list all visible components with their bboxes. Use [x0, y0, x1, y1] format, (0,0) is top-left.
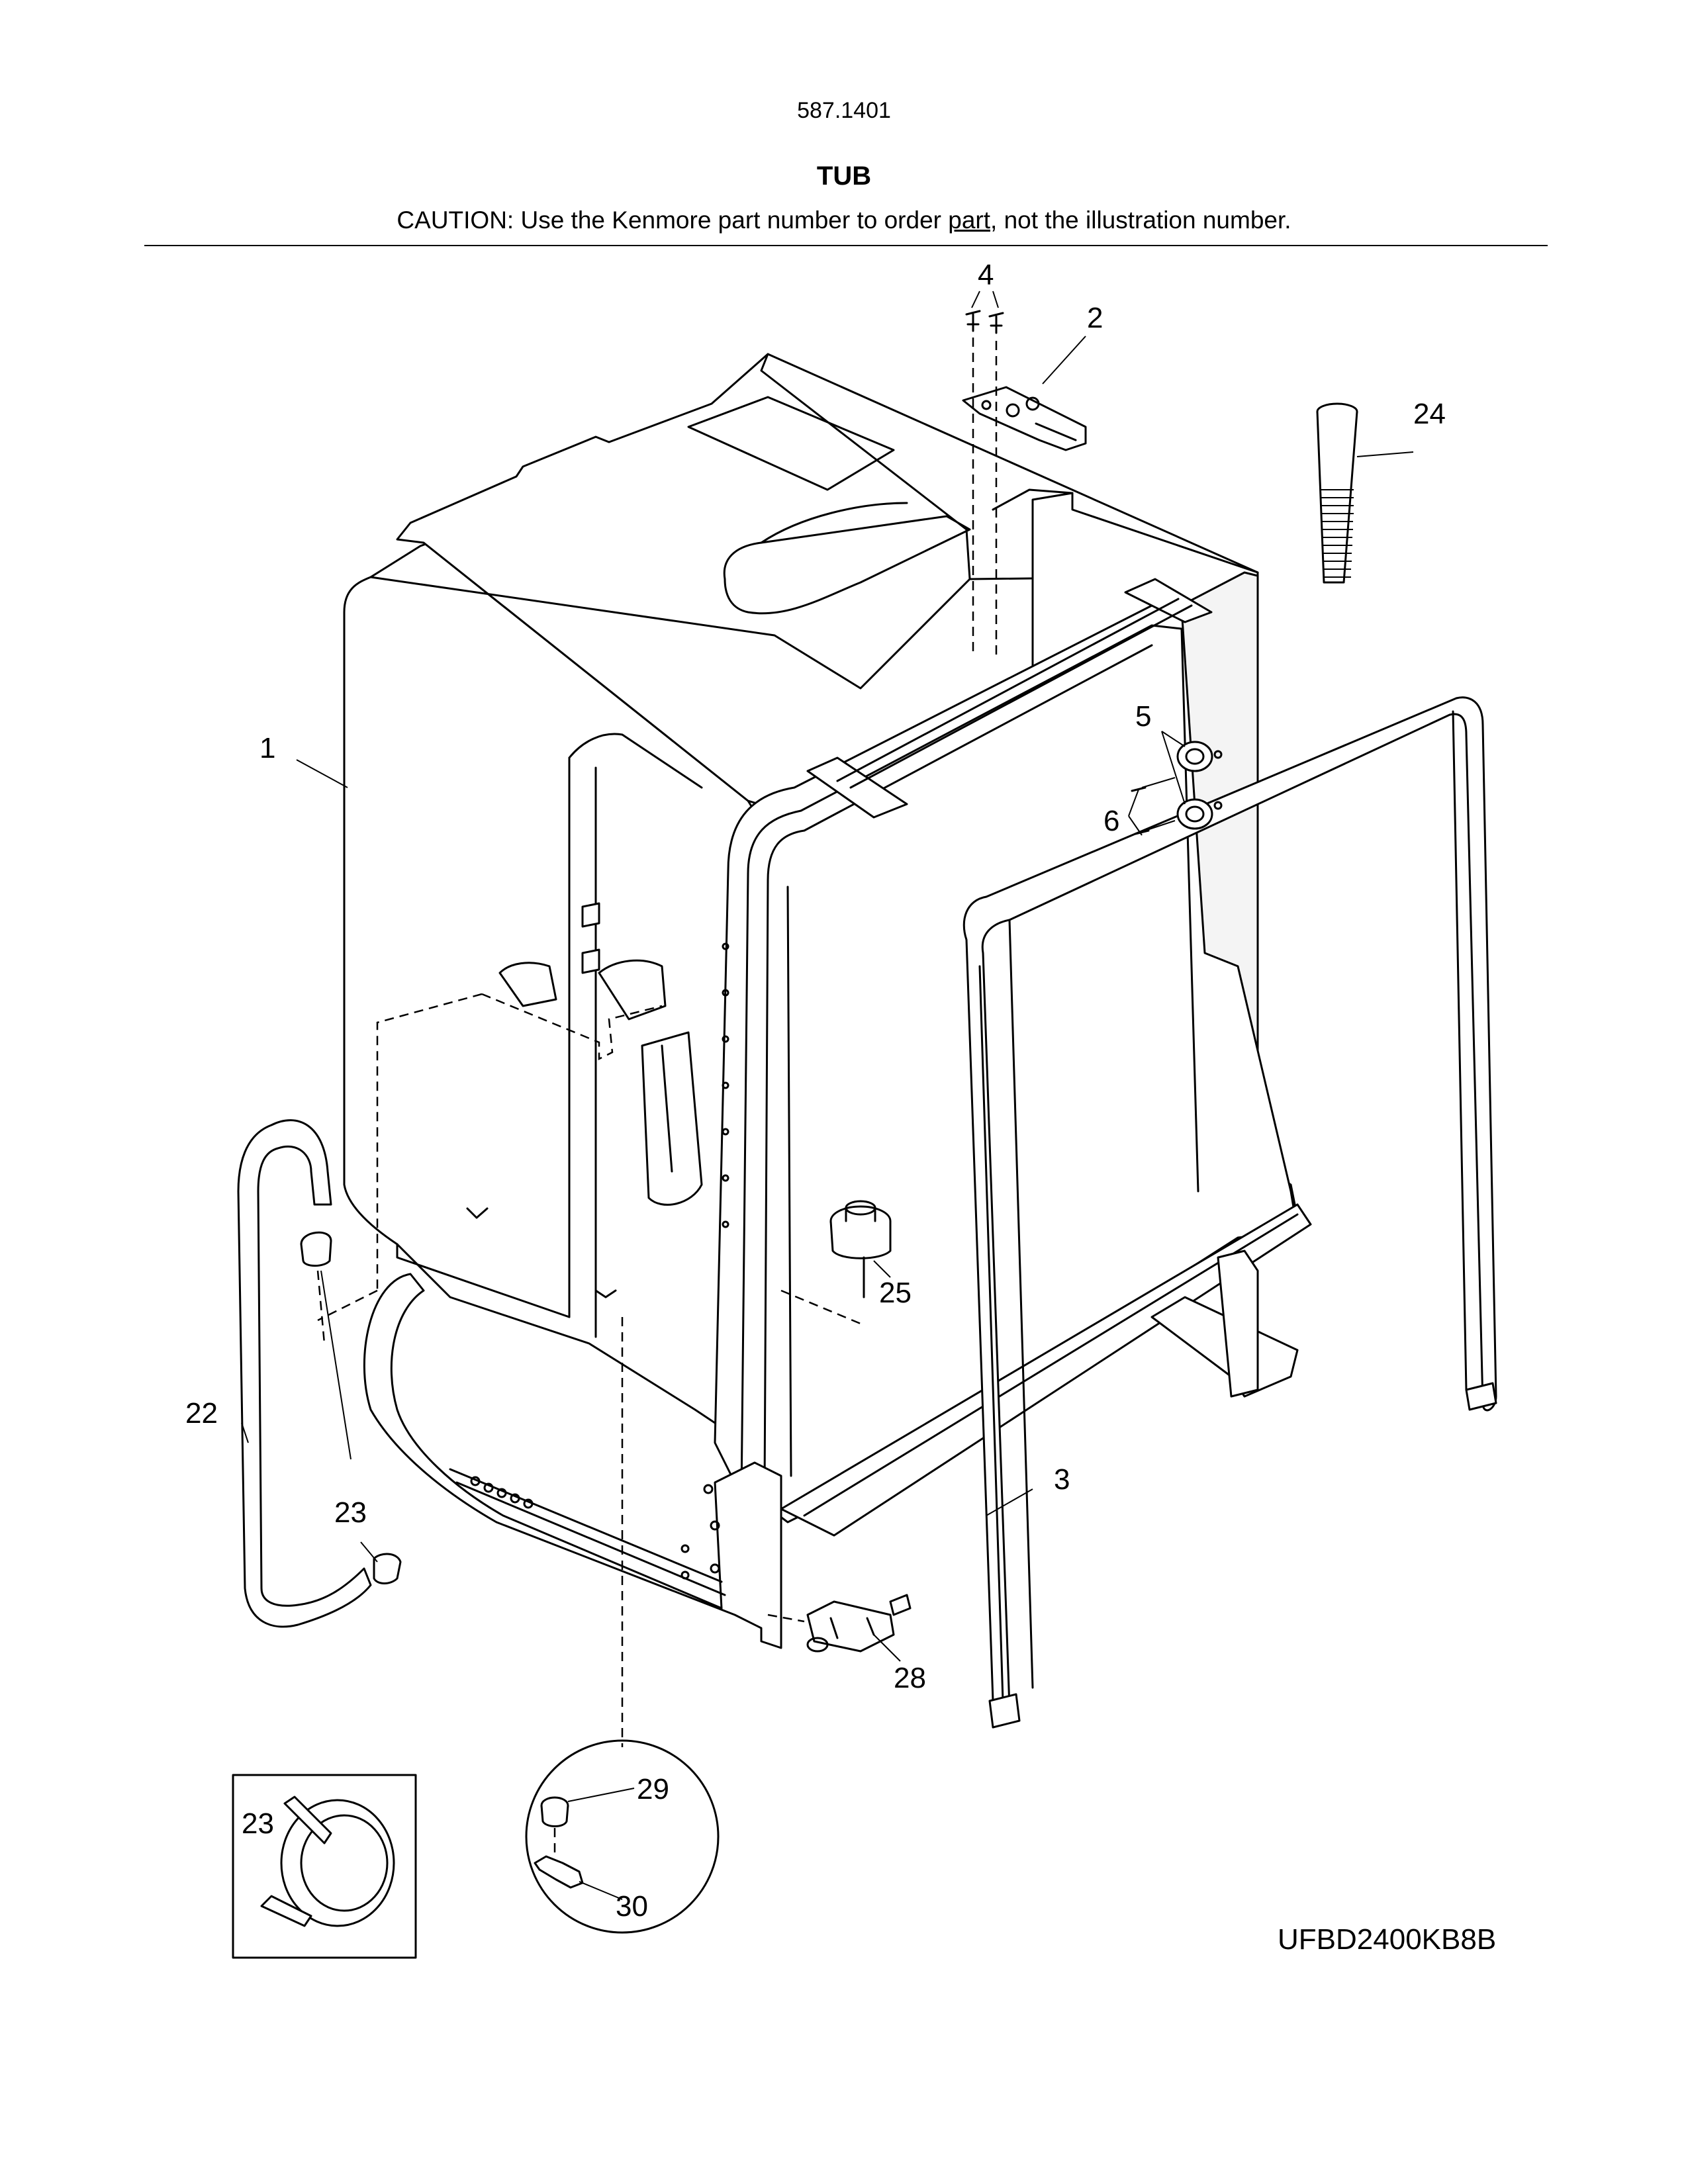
callout-23: 23	[334, 1496, 367, 1529]
section-title: TUB	[816, 161, 872, 191]
caution-underlined-word: part	[948, 206, 991, 234]
callout-29: 29	[637, 1773, 669, 1805]
callout-6: 6	[1103, 805, 1119, 837]
tub-drawing	[317, 353, 1312, 1649]
bearings-drawing	[1131, 741, 1223, 835]
callout-22: 22	[185, 1397, 218, 1430]
hose-clamp-detail-box	[232, 1774, 417, 1959]
callout-24: 24	[1413, 398, 1446, 430]
header-divider	[144, 245, 1548, 246]
callout-5: 5	[1135, 700, 1151, 733]
drain-hose-drawing	[237, 1119, 402, 1628]
sump-drawing	[780, 1200, 892, 1325]
callout-3: 3	[1054, 1463, 1070, 1496]
callout-leader-lines	[241, 291, 1414, 1900]
hinge-bracket-drawing	[962, 310, 1087, 655]
caution-text-start: CAUTION: Use the Kenmore part number to …	[397, 206, 949, 234]
callout-numbers: 1 2 3 4 5 6 22 23 23 24 25 28 29 30 UFBD…	[185, 259, 1496, 1956]
model-number: 587.1401	[797, 98, 891, 123]
diagram-code: UFBD2400KB8B	[1278, 1923, 1496, 1956]
callout-25: 25	[879, 1277, 912, 1309]
callout-23-detail: 23	[242, 1807, 274, 1840]
door-gasket-drawing	[962, 696, 1497, 1729]
callout-1: 1	[259, 732, 275, 764]
caution-note: CAUTION: Use the Kenmore part number to …	[0, 206, 1688, 234]
thermostat-detail-drawing	[525, 1317, 720, 1934]
caution-text-end: , not the illustration number.	[990, 206, 1291, 234]
callout-30: 30	[616, 1890, 648, 1923]
vent-tube-drawing	[1316, 402, 1358, 584]
door-latch-drawing	[767, 1594, 912, 1653]
callout-2: 2	[1087, 302, 1103, 334]
callout-28: 28	[894, 1662, 926, 1694]
callout-4: 4	[978, 259, 994, 291]
